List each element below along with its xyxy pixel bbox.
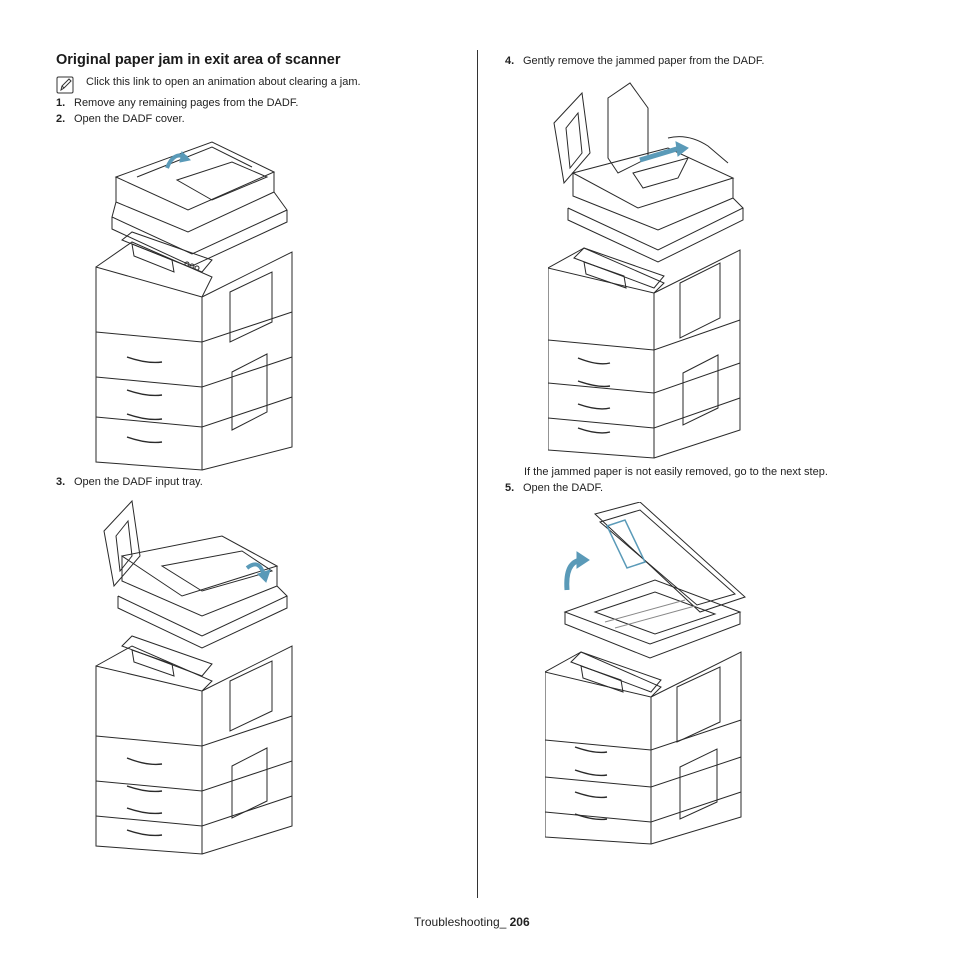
page-footer: Troubleshooting_ 206: [414, 915, 530, 929]
step-text: Remove any remaining pages from the DADF…: [74, 97, 299, 109]
illustration-remove-jammed-paper: [548, 78, 748, 460]
step-text: Open the DADF input tray.: [74, 476, 203, 488]
step-number: 3.: [56, 476, 66, 488]
step-number: 2.: [56, 113, 66, 125]
step-4: 4. Gently remove the jammed paper from t…: [505, 55, 764, 67]
step-number: 5.: [505, 482, 515, 494]
step-number: 4.: [505, 55, 515, 67]
section-title: Original paper jam in exit area of scann…: [56, 52, 341, 68]
illustration-dadf-input-tray-open: [92, 496, 302, 856]
illustration-dadf-cover-open: [92, 132, 302, 472]
step-3: 3. Open the DADF input tray.: [56, 476, 203, 488]
step-5: 5. Open the DADF.: [505, 482, 603, 494]
illustration-dadf-open: [545, 502, 747, 846]
note-pencil-icon[interactable]: [56, 76, 74, 94]
note-link-text[interactable]: Click this link to open an animation abo…: [86, 76, 361, 88]
step-2: 2. Open the DADF cover.: [56, 113, 185, 125]
step-text: Gently remove the jammed paper from the …: [523, 55, 765, 67]
step-4-followup: If the jammed paper is not easily remove…: [524, 466, 828, 478]
step-text: Open the DADF.: [523, 482, 604, 494]
step-1: 1. Remove any remaining pages from the D…: [56, 97, 298, 109]
step-text: Open the DADF cover.: [74, 113, 185, 125]
step-number: 1.: [56, 97, 66, 109]
footer-label: Troubleshooting_: [414, 915, 510, 929]
page-number: 206: [509, 915, 530, 929]
column-divider: [477, 50, 478, 898]
